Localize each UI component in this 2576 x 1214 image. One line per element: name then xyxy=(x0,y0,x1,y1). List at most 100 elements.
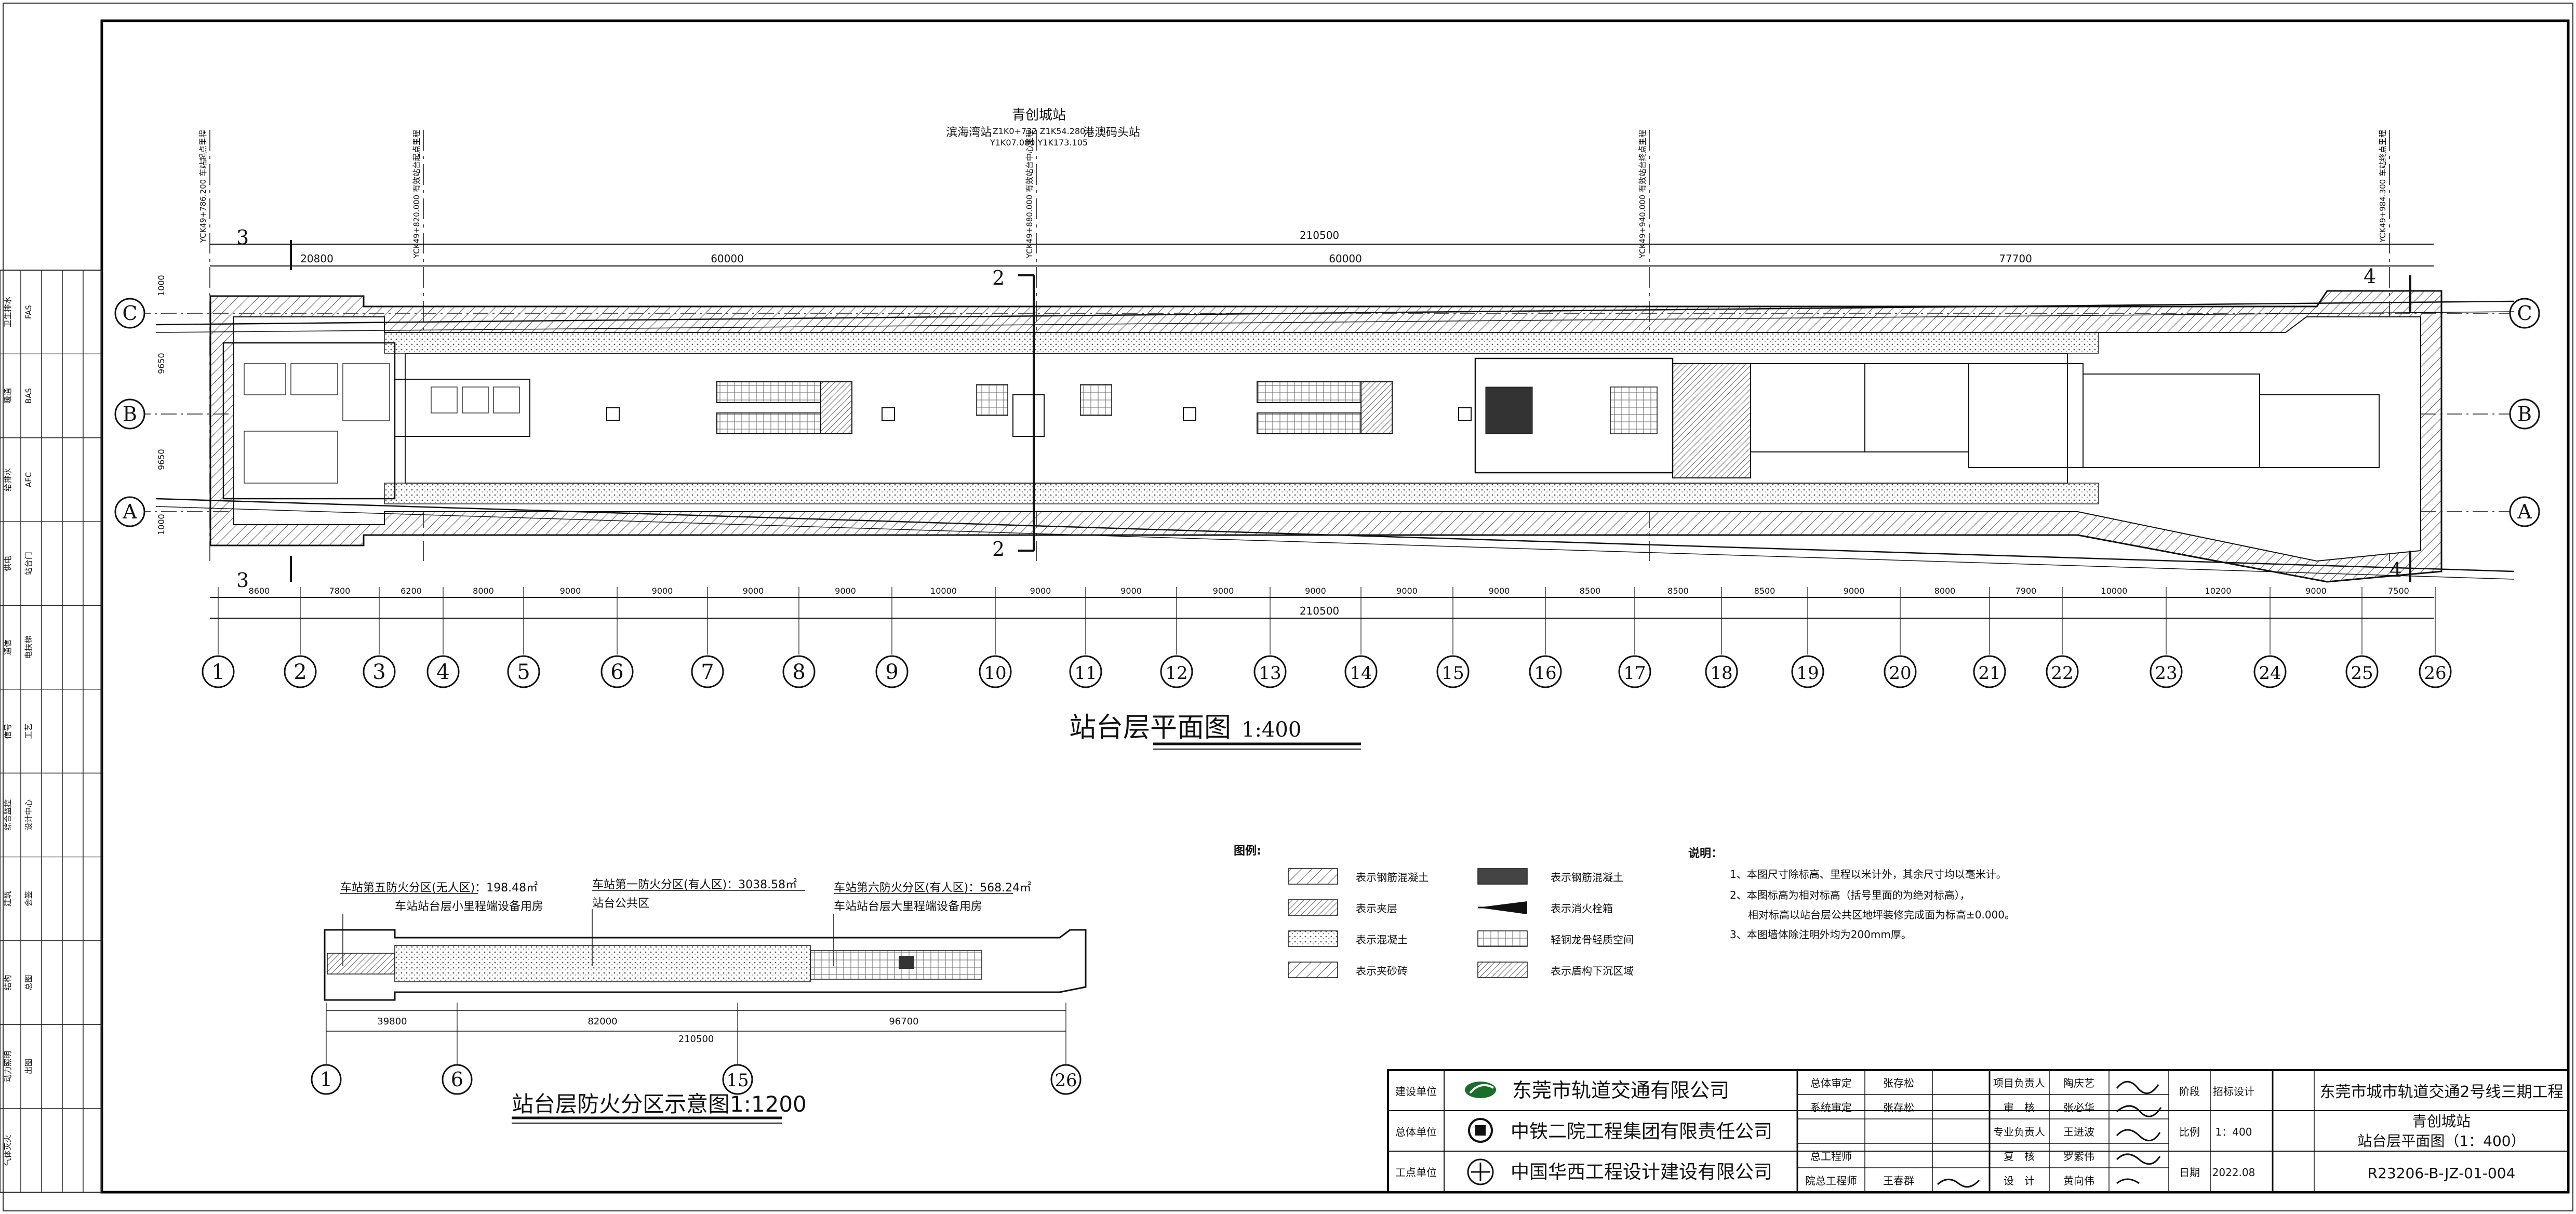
axis-number: 21 xyxy=(1978,663,2000,684)
company-owner: 东莞市轨道交通有限公司 xyxy=(1512,1079,1729,1102)
svg-text:张存松: 张存松 xyxy=(1883,1077,1914,1089)
dimension-value: 8000 xyxy=(1934,586,1956,596)
axis-number: 2 xyxy=(293,660,306,684)
svg-text:2: 2 xyxy=(992,266,1005,289)
axis-number: 25 xyxy=(2351,663,2373,684)
axis-bubble xyxy=(202,655,235,688)
strip-label: 出图 xyxy=(24,1059,33,1074)
svg-text:工点单位: 工点单位 xyxy=(1395,1166,1437,1179)
axis-number: 24 xyxy=(2259,663,2281,684)
drawing-name: 站台层平面图（1：400） xyxy=(2357,1132,2525,1150)
svg-text:82000: 82000 xyxy=(588,1016,617,1027)
svg-text:15: 15 xyxy=(726,1070,749,1091)
svg-text:6: 6 xyxy=(451,1068,463,1091)
svg-text:表示消火栓箱: 表示消火栓箱 xyxy=(1551,902,1613,915)
svg-text:系统审定: 系统审定 xyxy=(1810,1101,1852,1114)
svg-text:A: A xyxy=(122,500,137,523)
svg-text:复 核: 复 核 xyxy=(2004,1150,2035,1163)
plan-scale: 1:400 xyxy=(1242,718,1301,742)
axis-bubble xyxy=(1618,655,1651,688)
strip-label: AFC xyxy=(24,472,33,487)
signature-1 xyxy=(1937,1179,1980,1188)
column xyxy=(606,407,620,421)
dimension-value: 8500 xyxy=(1667,586,1689,596)
station-chainage-1: Z1K0+732 Z1K54.280 xyxy=(993,126,1085,136)
strip-label: 综合监控 xyxy=(3,799,12,831)
axis-number: 7 xyxy=(701,660,714,684)
svg-text:3: 3 xyxy=(236,569,249,592)
svg-text:2: 2 xyxy=(992,538,1005,561)
station-structure: 2 2 3 3 4 4 xyxy=(155,226,2515,592)
axis-number: 20 xyxy=(1889,663,1911,684)
dimension-value: 9000 xyxy=(1120,586,1142,596)
fire-zone1-desc: 站台公共区 xyxy=(592,897,649,910)
axis-bubble xyxy=(1973,655,2006,688)
company-logo-2 xyxy=(1468,1118,1493,1143)
dimension-value: 7800 xyxy=(329,586,351,596)
svg-text:张存松: 张存松 xyxy=(1883,1101,1914,1114)
chainage-label: YCK49+786.200 车站起点里程 xyxy=(198,130,208,243)
dimension-value: 9000 xyxy=(652,586,673,596)
axis-bubble xyxy=(1791,655,1824,688)
dimension-value: 9000 xyxy=(1396,586,1418,596)
axis-bubble xyxy=(2345,655,2379,688)
axis-bubble xyxy=(782,655,816,688)
svg-text:60000: 60000 xyxy=(1329,252,1362,265)
svg-text:210500: 210500 xyxy=(1300,229,1339,242)
svg-text:院总工程师: 院总工程师 xyxy=(1805,1175,1857,1187)
top-dimension: 210500 20800 60000 60000 77700 xyxy=(210,229,2434,266)
column xyxy=(882,407,895,421)
svg-text:相对标高以站台层公共区地坪装修完成面为标高±0.000。: 相对标高以站台层公共区地坪装修完成面为标高±0.000。 xyxy=(1748,909,2015,921)
column xyxy=(1458,407,1472,421)
strip-label: 电扶梯 xyxy=(24,636,33,659)
axis-b-bubble xyxy=(114,398,145,430)
station-chainage-2: Y1K07.080 Y1K173.105 xyxy=(990,138,1088,148)
svg-text:招标设计: 招标设计 xyxy=(2213,1085,2254,1098)
svg-text:A: A xyxy=(2517,500,2532,523)
dimension-value: 9000 xyxy=(743,586,764,596)
svg-text:B: B xyxy=(123,403,137,425)
svg-text:4: 4 xyxy=(2364,265,2376,288)
sheet-border xyxy=(3,3,2573,1211)
axis-c-bubble xyxy=(114,298,145,329)
company-logo-1 xyxy=(1465,1082,1496,1098)
fire-zone5-label: 车站第五防火分区(无人区)：198.48㎡ xyxy=(340,881,538,895)
axis-number: 10 xyxy=(984,663,1006,684)
axis-bubble xyxy=(2419,655,2452,688)
chainage-label: YCK49+820.000 有效站台起点里程 xyxy=(412,130,421,259)
svg-text:项目负责人: 项目负责人 xyxy=(1993,1077,2045,1089)
svg-text:设 计: 设 计 xyxy=(2004,1175,2035,1187)
svg-text:日期: 日期 xyxy=(2179,1166,2200,1179)
axis-number: 6 xyxy=(610,660,623,684)
chainage-label: YCK49+984.300 车站终点里程 xyxy=(2378,130,2387,243)
axis-number: 12 xyxy=(1165,663,1187,684)
axis-number: 17 xyxy=(1623,663,1646,684)
axis-bubble xyxy=(1436,655,1470,688)
svg-text:210500: 210500 xyxy=(1300,605,1339,617)
svg-text:77700: 77700 xyxy=(1999,252,2032,265)
fire-zone1-label: 车站第一防火分区(有人区)：3038.58㎡ xyxy=(592,878,797,891)
svg-text:2022.08: 2022.08 xyxy=(2212,1166,2255,1179)
svg-text:表示钢筋混凝土: 表示钢筋混凝土 xyxy=(1551,871,1623,884)
axis-bubble xyxy=(2046,655,2079,688)
chainage-label: YCK49+940.000 有效站台终点里程 xyxy=(1638,130,1647,259)
strip-label: 动力照明 xyxy=(3,1051,12,1082)
strip-label: 通信 xyxy=(3,639,12,655)
station-name: 青创城站 xyxy=(1012,108,1066,123)
dimension-value: 10000 xyxy=(2101,586,2128,596)
axis-number: 8 xyxy=(792,660,805,684)
svg-text:总工程师: 总工程师 xyxy=(1810,1150,1852,1163)
dimension-value: 7500 xyxy=(2388,586,2409,596)
axis-number: 23 xyxy=(2155,663,2177,684)
svg-text:说明：: 说明： xyxy=(1688,847,1723,860)
axis-number: 11 xyxy=(1074,663,1097,684)
notes: 说明： 1、本图尺寸除标高、里程以米计外，其余尺寸均以毫米计。 2、本图标高为相… xyxy=(1688,847,2015,941)
svg-text:建设单位: 建设单位 xyxy=(1395,1085,1437,1098)
axis-bubble xyxy=(1253,655,1287,688)
dimension-value: 9000 xyxy=(1305,586,1326,596)
fire-diagram-title: 站台层防火分区示意图1:1200 xyxy=(512,1091,807,1117)
axis-bubble xyxy=(1069,655,1102,688)
axis-number: 18 xyxy=(1710,663,1732,684)
axis-bubble xyxy=(2253,655,2287,688)
